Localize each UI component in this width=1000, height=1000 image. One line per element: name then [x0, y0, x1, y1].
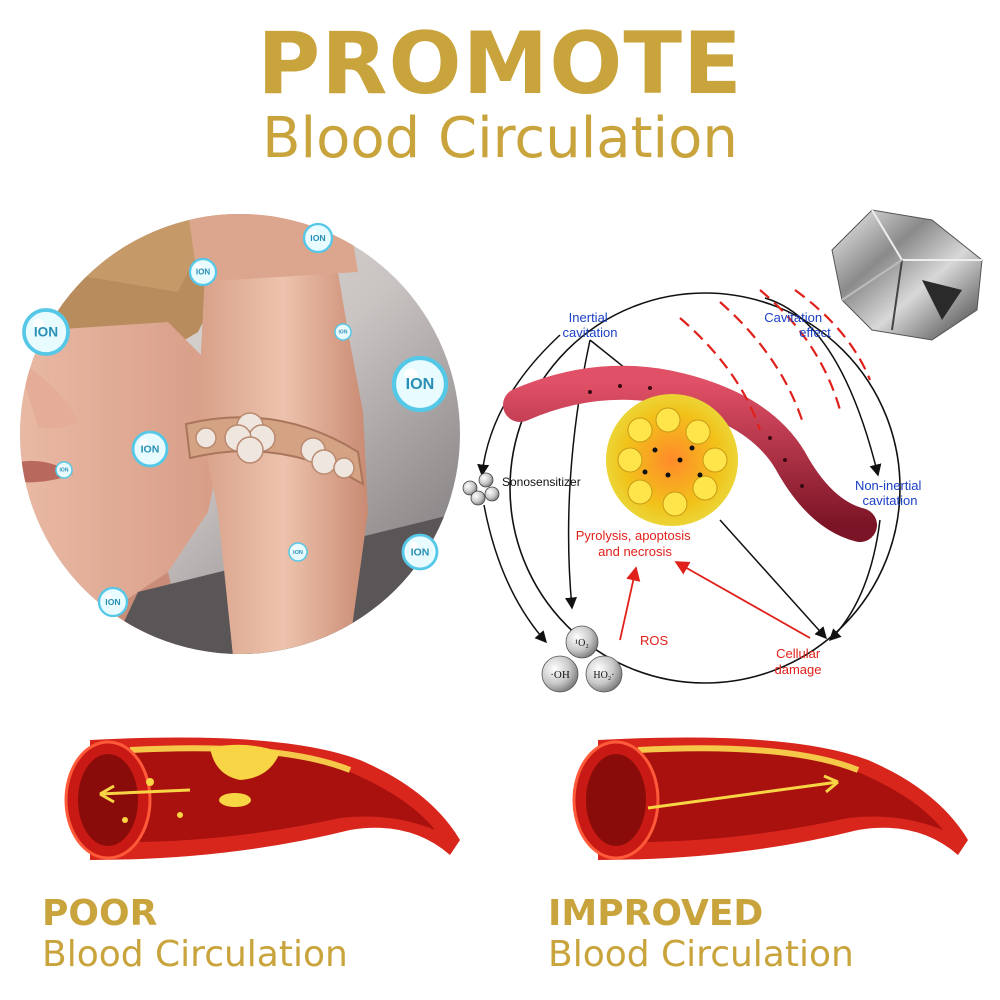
non-inertial-label-2: cavitation	[863, 493, 918, 508]
ion-bubble-icon: ION	[334, 323, 352, 341]
ion-bubbles: ION ION ION ION ION ION ION ION ION ION	[22, 222, 449, 618]
svg-text:Inertial cavitation: Inertial cavitation	[563, 310, 618, 340]
ion-label: ION	[339, 330, 348, 336]
ion-label: ION	[411, 546, 430, 558]
ion-label: ION	[60, 468, 69, 474]
ion-label: ION	[406, 375, 435, 393]
wrist-bracelet-photo: ION ION ION ION ION ION ION ION ION ION	[20, 214, 460, 654]
poor-subheading: Blood Circulation	[42, 934, 348, 975]
ros-label: ROS	[640, 633, 669, 648]
cellular-damage-label-2: damage	[775, 662, 822, 677]
svg-text:Pyrolysis, apoptosis and n: Pyrolysis, apoptosis and necrosis	[576, 528, 695, 559]
ion-bubble-icon: ION	[288, 542, 308, 562]
bracelet	[184, 412, 365, 486]
hydroxyl-label: ·OH	[550, 669, 570, 681]
ion-label: ION	[196, 268, 210, 277]
svg-text:Cellular damage: Cellular damage	[775, 646, 824, 677]
cavitation-effect-label-1: Cavitation	[764, 310, 822, 325]
improved-heading: IMPROVED	[548, 893, 764, 934]
ion-bubble-icon: ION	[131, 430, 169, 468]
pyrolysis-label-1: Pyrolysis, apoptosis	[576, 528, 691, 543]
ion-bubble-icon: ION	[55, 461, 73, 479]
ion-label: ION	[34, 324, 58, 339]
ion-bubble-icon: ION	[22, 308, 70, 356]
poor-heading: POOR	[42, 893, 158, 934]
ion-label: ION	[293, 550, 303, 556]
sonosensitizer-label: Sonosensitizer	[502, 475, 581, 489]
ion-bubble-icon: ION	[401, 533, 439, 571]
svg-text:Non-inertial cavitation: Non-inertial cavitation	[855, 478, 925, 508]
pyrolysis-label-2: and necrosis	[598, 544, 672, 559]
inertial-label-1: Inertial	[569, 310, 608, 325]
ion-label: ION	[141, 443, 160, 455]
ion-label: ION	[310, 233, 325, 243]
improved-circulation-vessel	[572, 737, 968, 860]
cavitation-effect-label-2: effect	[799, 325, 831, 340]
cellular-damage-label-1: Cellular	[776, 646, 821, 661]
ion-label: ION	[105, 597, 120, 607]
non-inertial-label-1: Non-inertial	[855, 478, 922, 493]
page-title: PROMOTE	[257, 14, 743, 114]
ion-bubble-icon: ION	[188, 257, 218, 287]
page-subtitle: Blood Circulation	[262, 106, 738, 171]
hydroperoxyl-label: HO₂·	[593, 670, 614, 681]
metal-rock-image	[831, 209, 983, 341]
ion-bubble-icon: ION	[97, 586, 129, 618]
poor-circulation-vessel	[64, 737, 460, 860]
svg-text:Cavitation effect: Cavitation effect	[764, 310, 831, 340]
inertial-label-2: cavitation	[563, 325, 618, 340]
ion-bubble-icon: ION	[391, 355, 449, 413]
ion-bubble-icon: ION	[302, 222, 334, 254]
cavitation-diagram: Inertial cavitation Cavitation effect So…	[462, 289, 925, 693]
improved-subheading: Blood Circulation	[548, 934, 854, 975]
singlet-oxygen-label: ¹O₂	[575, 638, 589, 649]
